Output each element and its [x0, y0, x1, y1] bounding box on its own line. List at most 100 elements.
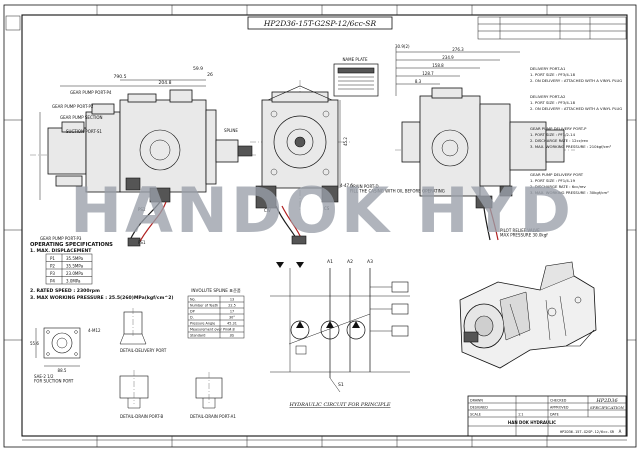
hydraulic-circuit — [270, 262, 410, 393]
label-suction: SUCTION PORT-S1 — [66, 129, 102, 134]
dim-158: 158.8 — [432, 63, 444, 68]
specs-item2: 2. RATED SPEED : 2300rpm — [30, 288, 100, 294]
right-note-line: 2. DISCHARGE RATE : 6cc/rev — [530, 184, 586, 189]
inner-frame — [21, 14, 628, 437]
label-cs: CS — [324, 206, 330, 211]
right-note-line: 1. PORT SIZE : PF1/4-19 — [530, 178, 576, 183]
circuit-a3: A3 — [367, 259, 373, 265]
dim-88: 88.5 — [58, 368, 67, 373]
spline-row-label: Measurement over Pins — [190, 327, 230, 331]
spline-row-label: DP — [190, 309, 195, 313]
circuit-s1: S1 — [338, 382, 344, 388]
dim-204: 204.8 — [159, 80, 172, 86]
label-ps2: PS2 — [138, 207, 146, 212]
spline-row-value: 4.8 — [229, 327, 234, 331]
spline-row-value: 30° — [229, 315, 235, 319]
title-block-cell: SCALE — [470, 413, 481, 417]
side-view-right — [395, 48, 575, 241]
drawing-number: HP2D36-15T-G2SP-12/6cc-SR — [560, 430, 615, 434]
isometric-pump — [459, 261, 597, 369]
name-plate-label: NAME PLATE — [342, 57, 368, 62]
right-notes: DELIVERY PORT-A11. PORT SIZE : PF3/4-182… — [530, 66, 622, 195]
dim-4-47: 4-47.6 — [340, 183, 353, 188]
detail-drain-b-label: DETAIL-DRAIN PORT-B — [120, 414, 164, 419]
dim-30: 30.9(2) — [395, 44, 410, 49]
label-gear-p3: GEAR PUMP PORT-P3 — [40, 236, 82, 241]
right-note-line: DELIVERY PORT-A2 — [530, 94, 566, 99]
circuit-title: HYDRAULIC CIRCUIT FOR PRINCIPLE — [288, 402, 390, 408]
dim-26: 26 — [207, 72, 213, 78]
front-view-center — [250, 80, 350, 245]
spline-row-label: Number of Teeth — [190, 303, 218, 307]
dim-234: 234.9 — [442, 55, 454, 60]
spline-row-label: D. — [190, 315, 194, 319]
spec-p4-port: P4 — [50, 279, 55, 284]
spline-row-value: 17 — [230, 309, 234, 313]
dim-128: 128.7 — [422, 71, 434, 76]
dim-790: 790.5 — [114, 74, 127, 80]
spline-header: INVOLUTE SPLINE 표준품 — [191, 288, 241, 293]
border-ticks — [4, 5, 636, 447]
detail-drain-a1-label: DETAIL-DRAIN PORT-A1 — [190, 414, 236, 419]
right-note-line: 1. PORT SIZE : PF3/4-18 — [530, 100, 576, 105]
right-note-line: 1. PORT SIZE : PF3/4-18 — [530, 72, 576, 77]
spline-row-value: 13 — [230, 297, 234, 301]
title-block-cell: CHECKED — [550, 399, 567, 403]
watermark: HANDOK HYD — [70, 174, 574, 247]
specs-item3: 3. MAX WORKING PRESSURE : 25.5(260)MPa(k… — [30, 295, 174, 301]
dim-4-m12: 4-M12 — [88, 328, 101, 333]
right-note-line: GEAR PUMP DELIVERY PORT-P — [530, 126, 587, 131]
circuit-a2: A2 — [347, 259, 353, 265]
title-block-cell: APPROVED — [550, 406, 569, 410]
title-block-name: HP2D36 — [595, 398, 618, 404]
right-note-line: 1. PORT SIZE : PF1/2-14 — [530, 132, 576, 137]
title-block-cell: DESIGNED — [470, 406, 488, 410]
specs-item1: 1. MAX. DISPLACEMENT — [30, 248, 92, 254]
detail-views — [35, 308, 223, 409]
detail-delivery-label: DETAIL-DELIVERY PORT — [120, 348, 167, 353]
spline-row-value: JIS — [229, 333, 234, 337]
title-block-cell: DATE — [550, 413, 559, 417]
right-note-line: 2. DISCHARGE RATE : 12cc/rev — [530, 138, 589, 143]
label-ps1: PS1 — [138, 240, 146, 245]
specs-header: OPERATING SPECIFICATIONS — [30, 242, 113, 248]
spec-p4-val: 3.0MPa — [66, 279, 81, 284]
corner-box — [5, 15, 21, 31]
circuit-a1: A1 — [327, 259, 333, 265]
dim-55: 55.6 — [30, 341, 39, 346]
label-gear-section: GEAR PUMP SECTION — [60, 115, 103, 120]
revision-box — [477, 16, 627, 40]
title-block-cell: 1:1 — [518, 413, 523, 417]
title-block-cell: DRAWN — [470, 399, 483, 403]
label-gear-p2: GEAR PUMP PORT-P2 — [52, 104, 94, 109]
right-note-line: GEAR PUMP DELIVERY PORT — [530, 172, 584, 177]
spec-p1-port: P1 — [50, 256, 55, 261]
spline-row-label: Pressure Angle — [190, 321, 215, 325]
right-note-line: 3. MAX. WORKING PRESSURE : 30kgf/cm² — [530, 190, 609, 195]
dim-45: 45.2 — [343, 137, 348, 146]
spec-p3-port: P3 — [50, 271, 55, 276]
spline-row-label: No. — [190, 297, 196, 301]
right-note-line: 2. ON DELIVERY : ATTACHED WITH A VINYL P… — [530, 78, 622, 83]
dim-276: 276.3 — [452, 47, 464, 52]
label-gear-p4: GEAR PUMP PORT-P4 — [70, 90, 112, 95]
spec-p3-val: 23.0MPa — [66, 271, 84, 276]
revision-letter: A — [619, 429, 622, 434]
title-block-subtitle: SPECIFICATION — [590, 405, 625, 410]
spec-p2-val: 35.5MPa — [66, 264, 84, 269]
outer-frame — [3, 4, 637, 448]
company-name: HAN DOK HYDRAULIC — [508, 420, 556, 425]
label-spline: SPLINE — [224, 128, 238, 133]
right-note-line: 3. MAX. WORKING PRESSURE : 210kgf/cm² — [530, 144, 612, 149]
spec-p2-port: P2 — [50, 264, 55, 269]
side-view-left — [30, 79, 258, 247]
spline-row-value: 22.5 — [228, 303, 236, 307]
right-note-line: 2. ON DELIVERY : ATTACHED WITH A VINYL P… — [530, 106, 622, 111]
spline-row-label: Standard — [190, 333, 205, 337]
